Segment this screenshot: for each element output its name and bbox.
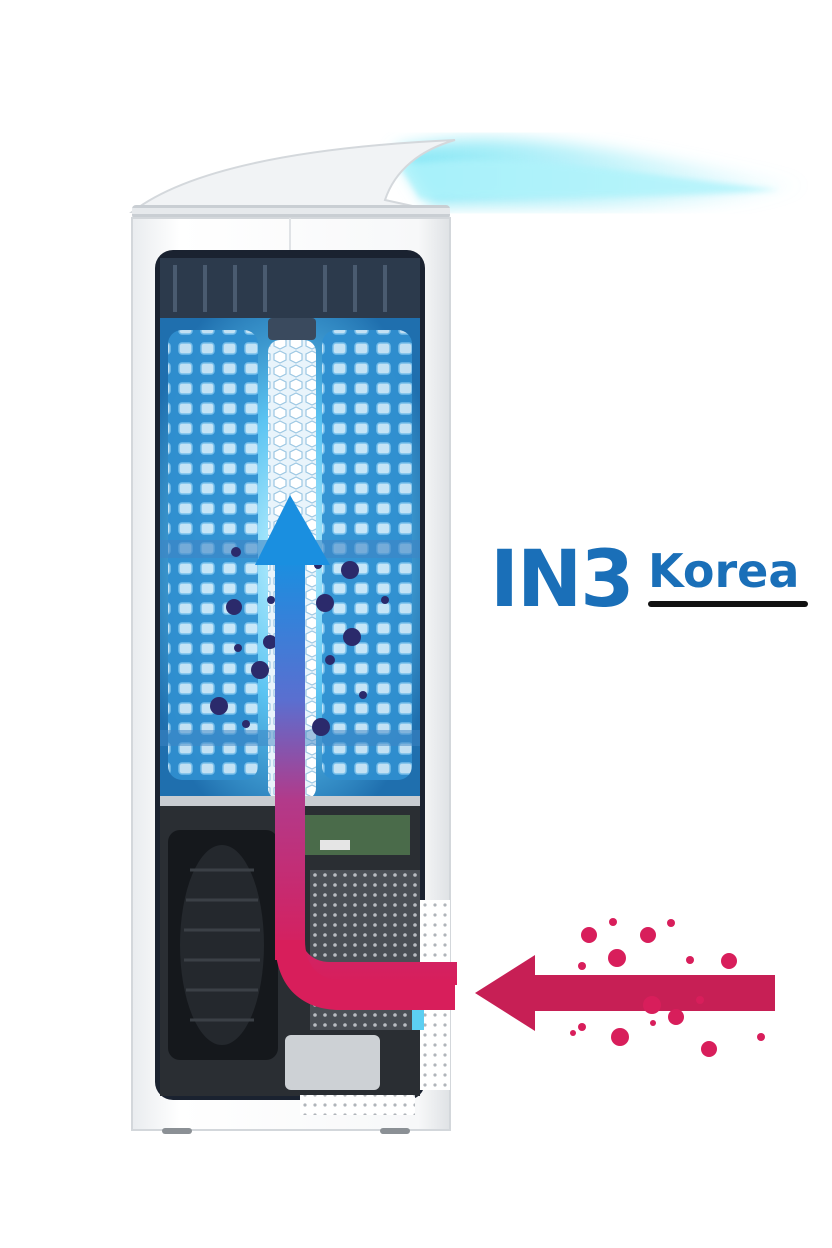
top-cap — [129, 139, 456, 219]
clean-air-outflow — [395, 139, 810, 207]
logo-sub-text: Korea — [648, 544, 800, 598]
bottom-vent — [300, 1095, 415, 1115]
logo-underline — [648, 601, 808, 607]
brand-logo: IN3 Korea — [490, 535, 820, 625]
circuit-board — [300, 815, 410, 855]
trapped-particles — [210, 547, 389, 736]
polluted-particles — [570, 918, 765, 1057]
logo-main-text: IN3 — [490, 535, 635, 625]
airflow-arrow-icon — [255, 495, 457, 1010]
particle-icon — [226, 599, 242, 615]
